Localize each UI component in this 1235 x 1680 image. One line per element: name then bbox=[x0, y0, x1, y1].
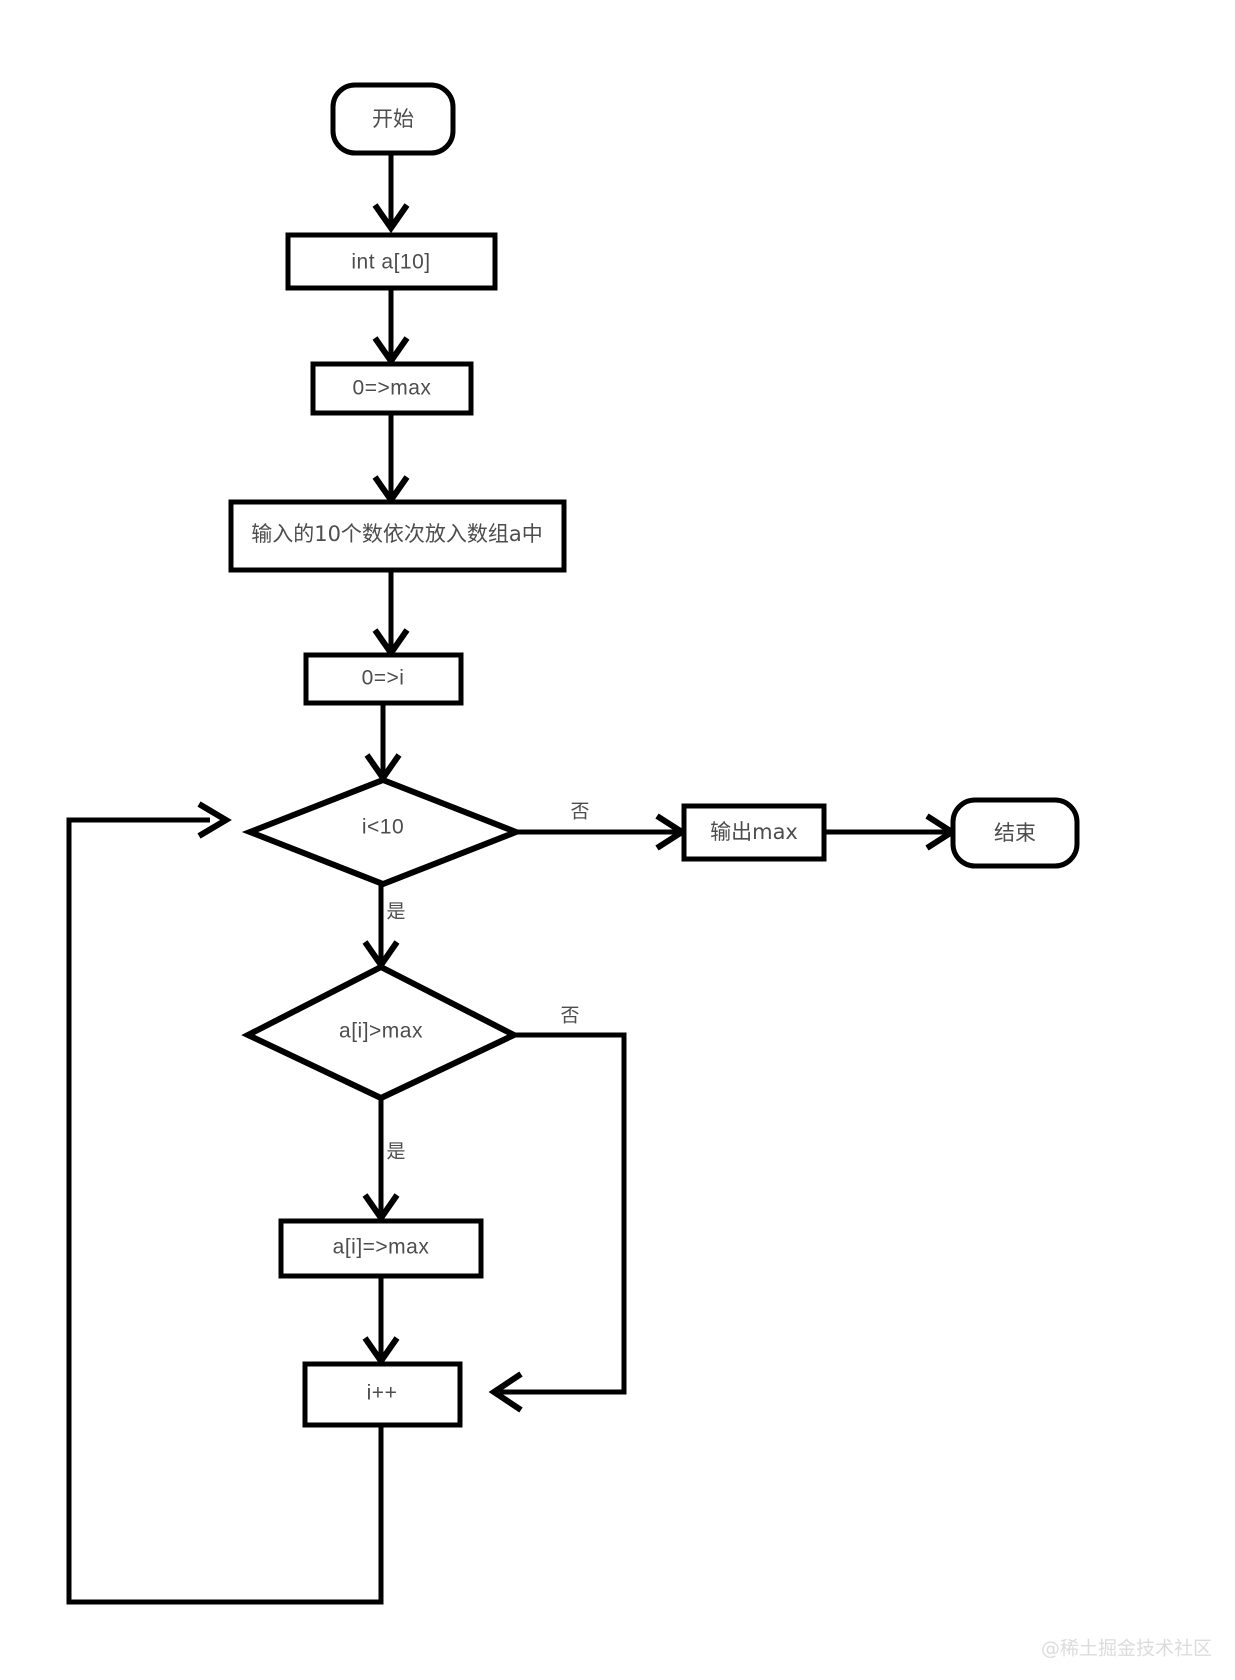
node-cond-max-label: a[i]>max bbox=[339, 1020, 423, 1043]
node-assign-label: a[i]=>max bbox=[333, 1236, 430, 1259]
node-initmax-label: 0=>max bbox=[353, 377, 432, 400]
edge-label-max-yes: 是 bbox=[386, 1141, 405, 1163]
node-initi-label: 0=>i bbox=[362, 667, 405, 690]
nodes-layer: 开始 int a[10] 0=>max 输入的10个数依次放入数组a中 0=>i… bbox=[228, 82, 1080, 1428]
node-initi-shape[interactable] bbox=[303, 652, 464, 706]
edge-initi-to-cond-loop bbox=[364, 703, 402, 784]
edge-cond-max-no-to-incr: 否 bbox=[488, 1005, 627, 1413]
node-declare[interactable]: int a[10] bbox=[285, 232, 498, 291]
edge-declare-to-initmax bbox=[372, 288, 410, 367]
edge-input-to-initi bbox=[372, 570, 410, 659]
node-initmax[interactable]: 0=>max bbox=[310, 361, 474, 416]
node-input-shape[interactable] bbox=[228, 499, 567, 573]
node-end[interactable]: 结束 bbox=[950, 797, 1080, 869]
node-incr-shape[interactable] bbox=[302, 1361, 463, 1428]
node-output-shape[interactable] bbox=[681, 803, 827, 862]
node-output[interactable]: 输出max bbox=[681, 803, 827, 862]
node-input[interactable]: 输入的10个数依次放入数组a中 bbox=[228, 499, 567, 573]
edges-layer: 输出max --> 否 a[i]>max --> 是 (right, down,… bbox=[66, 153, 958, 1605]
node-initmax-shape[interactable] bbox=[310, 361, 474, 416]
edge-label-max-no: 否 bbox=[560, 1005, 579, 1027]
node-declare-label: int a[10] bbox=[351, 251, 430, 274]
edge-cond-loop-yes-to-cond-max: 是 bbox=[362, 884, 406, 971]
edge-cond-max-yes-to-assign: 是 bbox=[362, 1098, 406, 1224]
node-incr[interactable]: i++ bbox=[302, 1361, 463, 1428]
node-assign-shape[interactable] bbox=[278, 1218, 484, 1279]
node-end-shape[interactable] bbox=[950, 797, 1080, 869]
edge-label-loop-no: 否 bbox=[570, 801, 589, 823]
node-start-label: 开始 bbox=[372, 107, 414, 131]
edge-assign-to-incr bbox=[362, 1276, 400, 1367]
node-cond-max-shape[interactable] bbox=[241, 963, 521, 1102]
node-end-label: 结束 bbox=[994, 821, 1036, 845]
node-incr-label: i++ bbox=[367, 1382, 398, 1405]
node-start[interactable]: 开始 bbox=[330, 82, 456, 156]
watermark: @稀土掘金技术社区 bbox=[1041, 1638, 1212, 1660]
node-start-shape[interactable] bbox=[330, 82, 456, 156]
edge-output-to-end bbox=[824, 813, 958, 851]
node-output-label: 输出max bbox=[710, 820, 798, 844]
node-assign[interactable]: a[i]=>max bbox=[278, 1218, 484, 1279]
edge-start-to-declare bbox=[372, 153, 410, 234]
node-cond-loop[interactable]: i<10 bbox=[241, 776, 525, 888]
edge-incr-to-cond-loop bbox=[66, 801, 384, 1605]
node-cond-loop-shape[interactable] bbox=[241, 776, 525, 888]
node-cond-max[interactable]: a[i]>max bbox=[241, 963, 521, 1102]
edge-initmax-to-input bbox=[372, 413, 410, 506]
edge-label-loop-yes: 是 bbox=[386, 901, 405, 923]
node-cond-loop-label: i<10 bbox=[362, 816, 404, 839]
edge-cond-loop-no-to-output: 否 bbox=[516, 801, 688, 851]
node-input-label: 输入的10个数依次放入数组a中 bbox=[251, 522, 543, 546]
node-declare-shape[interactable] bbox=[285, 232, 498, 291]
node-initi[interactable]: 0=>i bbox=[303, 652, 464, 706]
